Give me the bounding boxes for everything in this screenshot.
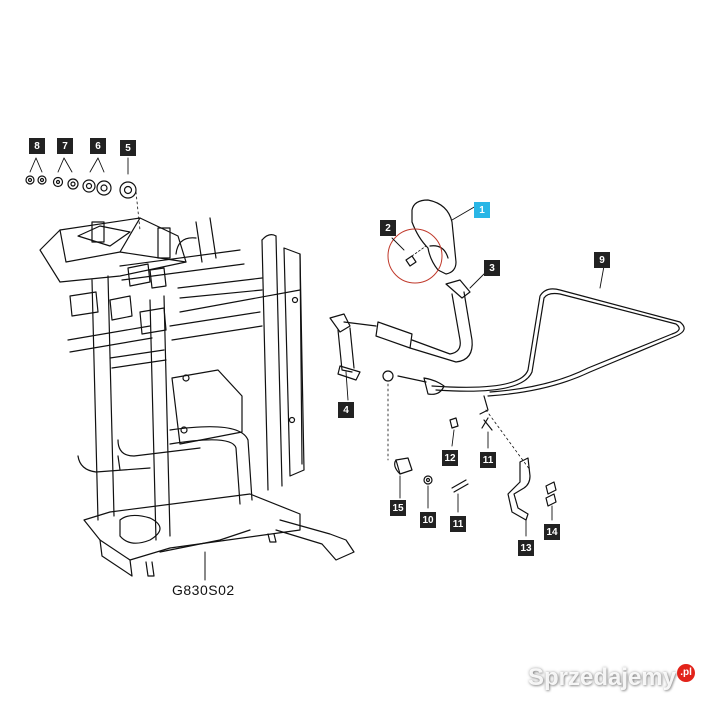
watermark-suffix: .pl <box>677 664 696 682</box>
shift-lever <box>375 271 487 363</box>
callout-13: 13 <box>518 540 534 556</box>
callout-15: 15 <box>390 500 406 516</box>
lever-bracket <box>329 313 377 401</box>
callout-11-lower: 11 <box>450 516 466 532</box>
callout-6: 6 <box>90 138 106 154</box>
watermark-logo: Sprzedajemy.pl <box>528 664 696 692</box>
shift-cable <box>382 265 685 471</box>
shift-knob <box>387 199 477 284</box>
hardware-washers <box>25 157 141 231</box>
callout-9: 9 <box>594 252 610 268</box>
callout-3: 3 <box>484 260 500 276</box>
callout-4: 4 <box>338 402 354 418</box>
callout-5: 5 <box>120 140 136 156</box>
callout-10: 10 <box>420 512 436 528</box>
drawing-code: G830S02 <box>172 582 235 598</box>
callout-14: 14 <box>544 524 560 540</box>
callout-2: 2 <box>380 220 396 236</box>
callout-12: 12 <box>442 450 458 466</box>
frame-assembly <box>39 217 355 581</box>
watermark-text: Sprzedajemy <box>528 664 677 691</box>
callout-11-upper: 11 <box>480 452 496 468</box>
small-parts <box>394 417 557 537</box>
callout-1: 1 <box>474 202 490 218</box>
callout-7: 7 <box>57 138 73 154</box>
callout-8: 8 <box>29 138 45 154</box>
